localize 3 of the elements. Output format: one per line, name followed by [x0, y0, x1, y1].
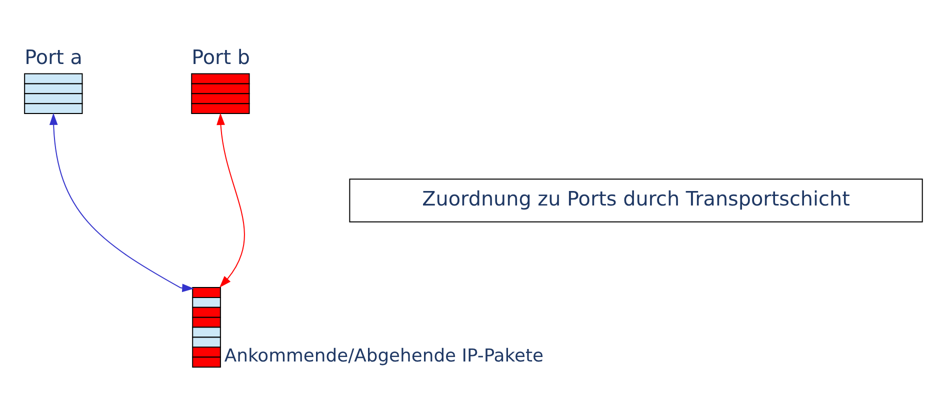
node-label: Port a: [24, 46, 82, 69]
node-label: Ankommende/Abgehende IP-Pakete: [224, 346, 544, 366]
node-label: Port b: [192, 46, 250, 69]
